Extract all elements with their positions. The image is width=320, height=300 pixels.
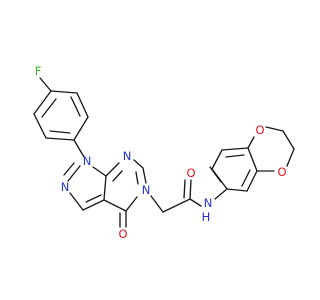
bond-ph-3-inner (49, 130, 71, 134)
bond-ch2-o-bottom (286, 148, 295, 167)
bond-ar-2 (211, 149, 223, 170)
bond-ar-5-inner (241, 169, 251, 187)
molecule-structure-diagram: F N N N N O O N H O O (33, 64, 295, 241)
bond-c6-n5-inner (135, 171, 139, 185)
atom-nitrogen-pyrimidine: N (123, 149, 132, 163)
bond-ar-o-top (247, 136, 255, 149)
bond-n1-n2 (67, 165, 81, 182)
bond-c7a-n1 (92, 166, 107, 177)
atom-nitrogen-n1: N (83, 154, 92, 168)
bond-n7-c6 (133, 159, 144, 169)
bond-ph-1-inner (41, 98, 57, 118)
bond-n5-c4 (125, 196, 138, 212)
bond-ph-2 (33, 113, 47, 139)
bond-n2-c3 (69, 192, 84, 211)
atom-oxygen-ketone: O (118, 227, 127, 241)
bond-ar-3 (221, 147, 249, 151)
bond-ar-4 (247, 147, 258, 172)
bond-ph-6 (50, 90, 78, 94)
atom-hydrogen-amide: H (202, 210, 211, 224)
atom-nitrogen-n2: N (61, 180, 70, 194)
bond-nh-ar (214, 188, 228, 200)
bond-layer (33, 77, 295, 228)
bond-c3a-c7a (103, 175, 107, 201)
bond-ph-4 (73, 116, 89, 141)
bond-ar-5 (246, 170, 258, 192)
bond-n1-n2-inner (63, 162, 75, 176)
bond-c4-c3a (103, 199, 127, 212)
bond-ph-5-inner (70, 96, 81, 117)
bond-camide-o-double (183, 179, 186, 199)
bond-ar-3-inner (225, 154, 245, 158)
bond-c3-c3a (82, 199, 105, 211)
bond-o-top-ch2 (265, 126, 284, 132)
atom-nitrogen-amide: N (204, 196, 213, 210)
atom-fluorine: F (35, 64, 42, 78)
atom-oxygen-amide: O (186, 166, 195, 180)
bond-ar-6 (226, 188, 248, 192)
atom-nitrogen-n5: N (142, 183, 151, 197)
bond-ch2-ch2 (282, 130, 295, 150)
bond-n5-ch2 (150, 195, 164, 213)
bond-camide-o (189, 179, 192, 200)
bond-camide-nh (189, 198, 202, 207)
bond-c7a-n7 (105, 162, 120, 177)
bond-c7a-n7-inner (112, 170, 123, 182)
bond-ph-n1 (73, 139, 85, 158)
bond-f-c (39, 77, 52, 92)
atom-oxygen-dioxane-top: O (255, 123, 264, 137)
bond-ph-3 (45, 137, 75, 141)
bond-ch2-camide (162, 198, 191, 213)
bond-ph-5 (76, 92, 89, 118)
bond-c6-n5 (142, 167, 147, 184)
bond-ph-1 (33, 90, 52, 115)
bond-c3-c3a-inner (85, 194, 102, 203)
atom-label-layer: F N N N N O O N H O O (35, 64, 287, 241)
atom-oxygen-dioxane-bottom: O (277, 165, 286, 179)
